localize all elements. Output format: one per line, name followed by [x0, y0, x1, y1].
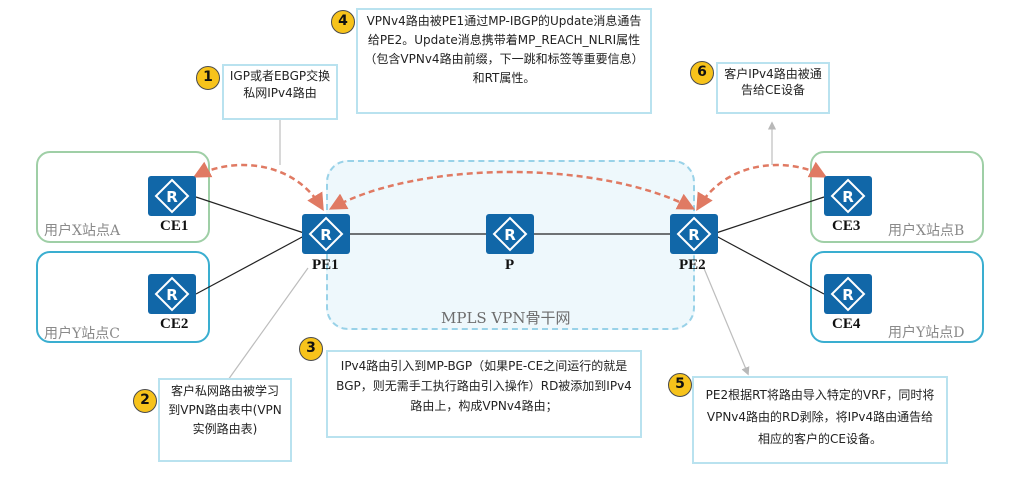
- ce4-label: CE4: [832, 316, 861, 332]
- router-icon: R: [308, 216, 344, 252]
- site-y-d: [810, 251, 984, 343]
- svg-text:R: R: [166, 188, 178, 206]
- site-y-c-label: 用户Y站点C: [44, 326, 120, 342]
- leader-step5: [702, 265, 750, 376]
- arrow-ce1-pe1: [192, 161, 324, 211]
- router-ce2: R: [148, 274, 196, 314]
- router-icon: R: [492, 216, 528, 252]
- step5-note: PE2根据RT将路由导入特定的VRF，同时将VPNv4路由的RD剥除，将IPv4…: [692, 376, 948, 464]
- leader-step2: [227, 267, 309, 381]
- site-x-a-label: 用户X站点A: [44, 223, 121, 239]
- step5-text: PE2根据RT将路由导入特定的VRF，同时将VPNv4路由的RD剥除，将IPv4…: [705, 388, 935, 446]
- svg-text:R: R: [688, 226, 700, 244]
- router-icon: R: [154, 276, 190, 312]
- router-icon: R: [830, 178, 866, 214]
- link-pe2-ce4: [715, 235, 825, 295]
- svg-text:R: R: [842, 188, 854, 206]
- p-label: P: [505, 257, 515, 273]
- svg-text:R: R: [504, 226, 516, 244]
- step4-note: VPNv4路由被PE1通过MP-IBGP的Update消息通告给PE2。Upda…: [356, 8, 652, 114]
- router-icon: R: [154, 178, 190, 214]
- step3-text: IPv4路由引入到MP-BGP（如果PE-CE之间运行的就是BGP，则无需手工执…: [336, 359, 632, 413]
- step2-text: 客户私网路由被学习到VPN路由表中(VPN实例路由表): [168, 384, 282, 436]
- svg-text:R: R: [320, 226, 332, 244]
- step4-text: VPNv4路由被PE1通过MP-IBGP的Update消息通告给PE2。Upda…: [364, 14, 644, 85]
- pe2-label: PE2: [679, 257, 706, 273]
- arrow-pe2-ce3: [696, 161, 828, 211]
- step4-badge: 4: [331, 10, 355, 34]
- router-p: R: [486, 214, 534, 254]
- router-ce3: R: [824, 176, 872, 216]
- site-y-c: [36, 251, 210, 343]
- svg-text:R: R: [166, 286, 178, 304]
- step1-text: IGP或者EBGP交换私网IPv4路由: [229, 69, 331, 100]
- ce2-label: CE2: [160, 316, 189, 332]
- link-pe2-ce3: [715, 196, 825, 234]
- router-pe1: R: [302, 214, 350, 254]
- step5-badge: 5: [668, 373, 692, 397]
- site-x-b-label: 用户X站点B: [888, 223, 965, 239]
- step6-note: 客户IPv4路由被通告给CE设备: [716, 62, 830, 114]
- step1-badge: 1: [196, 66, 220, 90]
- step6-text: 客户IPv4路由被通告给CE设备: [724, 67, 822, 97]
- link-ce2-pe1: [195, 235, 305, 295]
- router-ce4: R: [824, 274, 872, 314]
- router-pe2: R: [670, 214, 718, 254]
- step2-note: 客户私网路由被学习到VPN路由表中(VPN实例路由表): [158, 378, 292, 462]
- arrow-pe1-pe2: [328, 170, 696, 210]
- step3-badge: 3: [299, 337, 323, 361]
- ce1-label: CE1: [160, 218, 189, 234]
- backbone-label: MPLS VPN骨干网: [441, 309, 571, 327]
- step2-badge: 2: [133, 389, 157, 413]
- ce3-label: CE3: [832, 218, 861, 234]
- step1-note: IGP或者EBGP交换私网IPv4路由: [222, 64, 338, 120]
- step6-badge: 6: [690, 61, 714, 85]
- router-ce1: R: [148, 176, 196, 216]
- router-icon: R: [676, 216, 712, 252]
- pe1-label: PE1: [312, 257, 339, 273]
- svg-text:R: R: [842, 286, 854, 304]
- router-icon: R: [830, 276, 866, 312]
- link-ce1-pe1: [195, 196, 305, 234]
- site-y-d-label: 用户Y站点D: [888, 325, 965, 341]
- step3-note: IPv4路由引入到MP-BGP（如果PE-CE之间运行的就是BGP，则无需手工执…: [326, 350, 642, 438]
